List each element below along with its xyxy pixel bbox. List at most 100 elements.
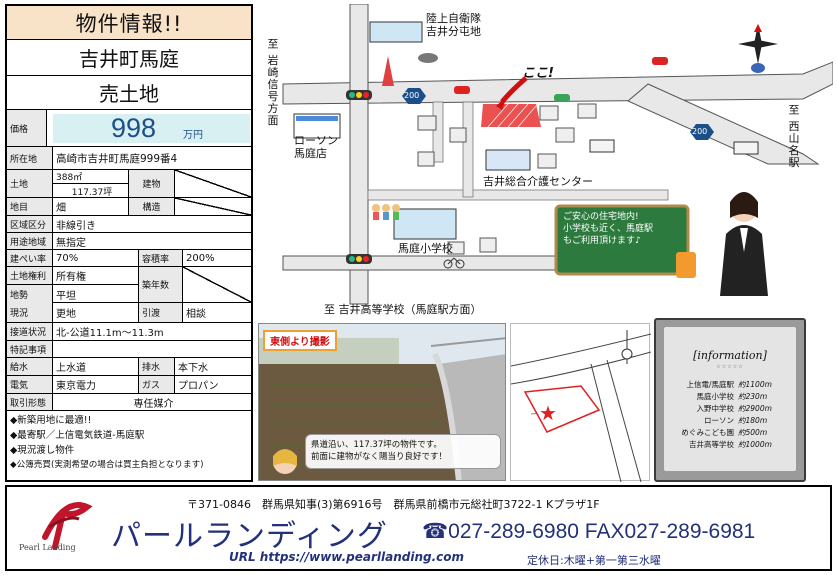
zoning-row: 区域区分 非線引き	[7, 216, 251, 233]
use-value: 無指定	[56, 237, 86, 249]
price-box	[53, 114, 250, 143]
price-label: 価格	[7, 110, 47, 146]
road-label: 接道状況	[7, 323, 53, 340]
company-phone[interactable]: ☎027-289-6980 FAX027-289-6981	[422, 520, 756, 543]
sdf-building-icon	[369, 21, 423, 43]
price-unit: 万円	[183, 130, 203, 141]
drain-value: 本下水	[178, 363, 208, 374]
power-value: 東京電力	[53, 376, 139, 393]
gas-value: プロパン	[178, 381, 219, 392]
pearl-landing-logo	[42, 502, 93, 550]
status-value: 更地	[53, 303, 139, 322]
photo-caption: 県道沿い、117.37坪の物件です。 前面に建物がなく陽当り良好です！	[305, 434, 501, 469]
care-center-building-icon	[485, 149, 531, 171]
truck-icon	[733, 141, 759, 155]
star-icon: ★	[539, 401, 557, 425]
car-icon	[652, 57, 668, 65]
land-row: 土地 388㎡ 117.37坪 建物	[7, 170, 251, 198]
far-label: 容積率	[139, 250, 183, 266]
far-value: 200%	[186, 252, 215, 264]
bicycle-icon	[443, 257, 465, 269]
power-row: 電気 東京電力 ガス プロパン	[7, 376, 251, 394]
zoning-label: 区域区分	[7, 216, 53, 232]
rights-value: 所有権	[53, 267, 139, 285]
poi-item: めぐみこども園約500m	[681, 428, 768, 437]
notes-label: 特記事項	[7, 341, 53, 357]
route-sign-icon	[402, 88, 426, 104]
page-title: 物件情報!!	[7, 6, 251, 40]
notes-row: 特記事項	[7, 341, 251, 358]
zoning-value: 非線引き	[56, 220, 96, 232]
built-year-empty	[183, 267, 251, 302]
location-row: 所在地 高崎市吉井町馬庭999番4	[7, 147, 251, 170]
info-board: [information] ☆☆☆☆☆ 上信電/馬庭駅約1100m 馬庭小学校約…	[654, 318, 806, 482]
poi-item: 入野中学校約2900m	[696, 404, 772, 413]
status-row: 現況 更地 引渡 相談	[7, 303, 251, 323]
building-empty	[175, 170, 251, 197]
use-row: 用途地域 無指定	[7, 233, 251, 250]
property-outline	[523, 385, 601, 433]
speech-text: ご安心の住宅地内! 小学校も近く、馬庭駅 もご利用頂けます♪	[563, 212, 654, 246]
structure-label: 構造	[129, 198, 175, 215]
map-roads	[282, 4, 833, 305]
deal-label: 取引形態	[7, 394, 53, 410]
feature-item: ◆公簿売買(実測希望の場合は買主負担となります)	[10, 460, 204, 470]
poi-item: 上信電/馬庭駅約1100m	[686, 380, 772, 389]
company-holiday: 定休日:木曜+第一第三水曜	[527, 554, 661, 567]
traffic-light-icon	[346, 254, 372, 264]
use-label: 用途地域	[7, 233, 53, 249]
site-photo: 東側より撮影 県道沿い、117.37坪の物件です。 前面に建物がなく陽当り良好で…	[258, 323, 506, 481]
chimoku-value: 畑	[53, 198, 129, 215]
direction-right-label: 至 西山名駅	[787, 104, 800, 169]
woman-illustration-icon	[720, 192, 768, 296]
here-label: ここ!	[522, 66, 554, 81]
compass-icon	[738, 24, 778, 73]
sdf-label: 陸上自衛隊 吉井分屯地	[426, 12, 481, 38]
direction-bottom-label: 至 吉井高等学校（馬庭駅方面）	[324, 303, 482, 316]
address-title: 吉井町馬庭	[7, 40, 251, 76]
land-label: 土地	[7, 170, 53, 197]
bcr-value: 70%	[53, 250, 139, 266]
tower-icon	[382, 56, 394, 86]
compass-icon	[621, 330, 633, 364]
location-label: 所在地	[7, 147, 53, 169]
price-value: 998	[111, 113, 157, 143]
structure-empty	[175, 198, 251, 215]
poi-item: ローソン約180m	[704, 416, 768, 425]
info-stars: ☆☆☆☆☆	[716, 364, 744, 370]
area-map: 陸上自衛隊 吉井分屯地 ここ! ローソン 馬庭店 吉井総合介護センター 馬庭小学…	[258, 4, 833, 320]
property-type-title: 売土地	[7, 76, 251, 110]
rights-label: 土地権利	[7, 267, 53, 285]
land-area-tsubo: 117.37坪	[53, 184, 129, 198]
deal-row: 取引形態 専任媒介	[7, 394, 251, 411]
traffic-light-icon	[346, 90, 372, 100]
route-number: 200	[692, 127, 708, 136]
mini-map: ★	[510, 323, 652, 483]
bcr-label: 建ぺい率	[7, 250, 53, 266]
features-list: ◆新築用地に最適!! ◆最寄駅／上信電気鉄道-馬庭駅 ◆現況渡し物件 ◆公簿売買…	[10, 413, 204, 473]
terrain-label: 地勢	[7, 285, 53, 303]
photo-tag: 東側より撮影	[263, 330, 337, 351]
company-address: 〒371-0846 群馬県知事(3)第6916号 群馬県前橋市元総社町3722-…	[187, 498, 600, 511]
location-value: 高崎市吉井町馬庭999番4	[56, 152, 178, 165]
info-title: [information]	[693, 349, 767, 362]
company-name: パールランディング	[111, 519, 388, 554]
route-number: 200	[404, 91, 420, 100]
company-url[interactable]: URL https://www.pearllanding.com	[229, 550, 465, 564]
price-row: 価格 998 万円	[7, 110, 251, 147]
speech-board	[554, 204, 690, 276]
water-label: 給水	[7, 358, 53, 375]
terrain-value: 平坦	[53, 285, 139, 303]
logo-text: Pearl Landing	[19, 543, 76, 552]
truck-icon	[589, 139, 615, 153]
care-center-label: 吉井総合介護センター	[483, 175, 593, 188]
road-value: 北-公道11.1m～11.3m	[56, 328, 164, 339]
built-year-label: 築年数	[139, 267, 183, 302]
company-footer: Pearl Landing 〒371-0846 群馬県知事(3)第6916号 群…	[5, 485, 832, 571]
route-sign-icon	[690, 124, 714, 140]
handover-value: 相談	[186, 309, 206, 320]
ratio-row: 建ぺい率 70% 容積率 200%	[7, 250, 251, 267]
feature-item: ◆現況渡し物件	[10, 445, 75, 456]
car-icon	[554, 94, 570, 102]
property-info-table: 物件情報!! 吉井町馬庭 売土地 価格 998 万円 所在地 高崎市吉井町馬庭9…	[5, 4, 253, 482]
